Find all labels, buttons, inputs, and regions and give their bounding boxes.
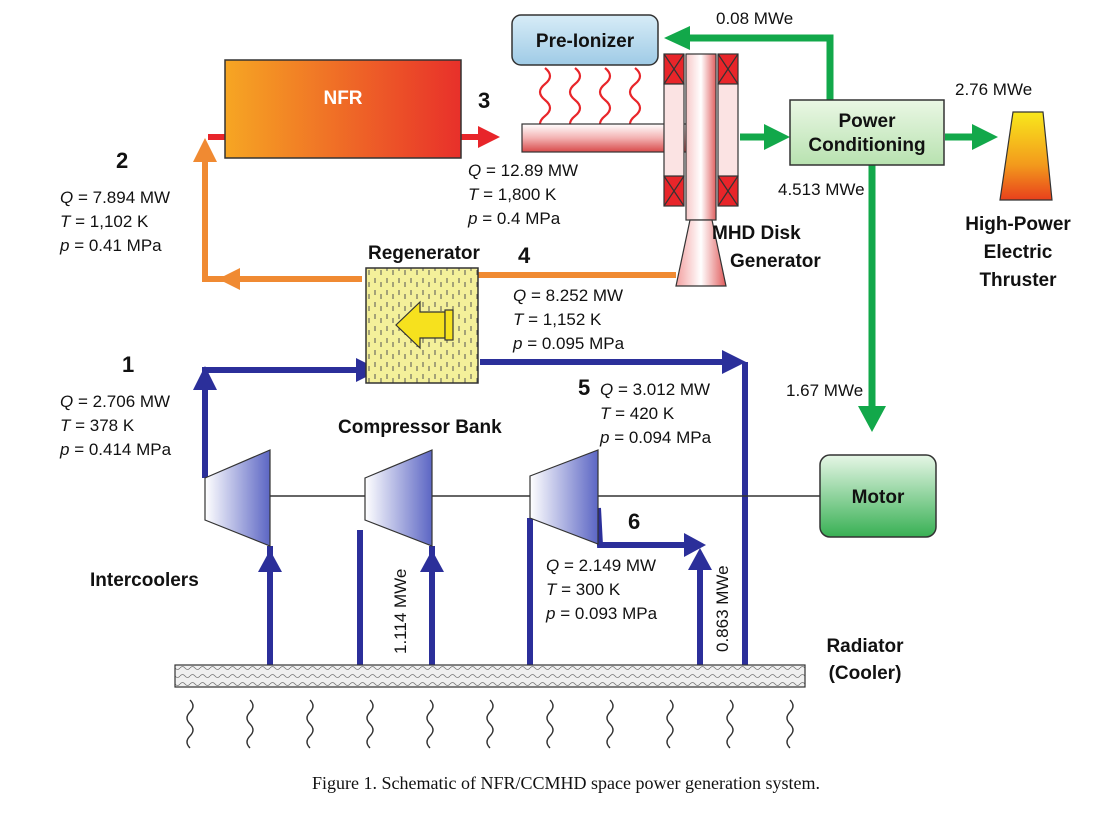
thruster-label-2: Electric [984, 242, 1053, 263]
state-3-t: T = 1,800 K [468, 185, 557, 204]
state-3-number: 3 [478, 88, 490, 113]
regenerator [365, 267, 479, 384]
pre-ionizer: Pre-Ionizer [511, 14, 659, 66]
figure-caption: Figure 1. Schematic of NFR/CCMHD space p… [312, 773, 820, 793]
compressor-2 [364, 449, 433, 547]
state-4-q: Q = 8.252 MW [513, 286, 623, 305]
electric-thruster [999, 111, 1053, 201]
power-conditioning-label-1: Power [838, 111, 896, 132]
power-compressor-1-value: 1.114 MWe [391, 569, 410, 654]
state-2-t: T = 1,102 K [60, 212, 149, 231]
power-pre-ionizer-value: 0.08 MWe [716, 9, 793, 28]
state-5-p: p = 0.094 MPa [599, 428, 712, 447]
mhd-generator-label-2: Generator [730, 251, 821, 272]
state-6-p: p = 0.093 MPa [545, 604, 658, 623]
mhd-inlet-duct [521, 123, 691, 153]
power-motor-value: 1.67 MWe [786, 381, 863, 400]
state-6-t: T = 300 K [546, 580, 621, 599]
power-flow-line [690, 34, 975, 410]
thruster-label-3: Thruster [979, 270, 1057, 291]
mhd-generator-label-1: MHD Disk [712, 223, 801, 244]
state-1-p: p = 0.414 MPa [59, 440, 172, 459]
radiator-label-2: (Cooler) [829, 663, 902, 684]
nfr-label: NFR [323, 88, 362, 109]
state-point-4: 4 Q = 8.252 MW T = 1,152 K p = 0.095 MPa [512, 243, 625, 353]
motor-label: Motor [852, 487, 905, 508]
state-3-p: p = 0.4 MPa [467, 209, 561, 228]
state-1-number: 1 [122, 352, 134, 377]
radiator-panel [174, 664, 806, 688]
motor: Motor [819, 454, 937, 538]
state-2-p: p = 0.41 MPa [59, 236, 162, 255]
state-4-p: p = 0.095 MPa [512, 334, 625, 353]
power-conditioning: Power Conditioning [789, 99, 945, 166]
state-6-number: 6 [628, 509, 640, 534]
state-point-3: 3 Q = 12.89 MW T = 1,800 K p = 0.4 MPa [467, 88, 578, 228]
state-point-2: 2 Q = 7.894 MW T = 1,102 K p = 0.41 MPa [59, 148, 170, 255]
regenerator-label: Regenerator [368, 243, 481, 264]
pre-ionizer-label: Pre-Ionizer [536, 31, 635, 52]
power-thruster-value: 2.76 MWe [955, 80, 1032, 99]
intercoolers-label: Intercoolers [90, 570, 199, 591]
state-2-number: 2 [116, 148, 128, 173]
state-point-6: 6 Q = 2.149 MW T = 300 K p = 0.093 MPa [545, 509, 658, 623]
power-compressor-2-value: 0.863 MWe [713, 565, 732, 652]
ionizing-wave-icons [538, 67, 642, 133]
power-conditioning-label-2: Conditioning [808, 135, 925, 156]
state-point-1: 1 Q = 2.706 MW T = 378 K p = 0.414 MPa [59, 352, 172, 459]
state-5-number: 5 [578, 375, 590, 400]
radiated-heat-wave-icons [186, 699, 794, 749]
state-2-q: Q = 7.894 MW [60, 188, 170, 207]
compressor-bank-label: Compressor Bank [338, 417, 502, 438]
state-point-5: 5 Q = 3.012 MW T = 420 K p = 0.094 MPa [578, 375, 712, 447]
thruster-label-1: High-Power [965, 214, 1071, 235]
state-4-t: T = 1,152 K [513, 310, 602, 329]
state-1-t: T = 378 K [60, 416, 135, 435]
state-5-q: Q = 3.012 MW [600, 380, 710, 399]
mhd-disk-generator [675, 53, 727, 287]
state-1-q: Q = 2.706 MW [60, 392, 170, 411]
power-generator-out-value: 4.513 MWe [778, 180, 865, 199]
compressor-3 [529, 449, 599, 545]
magnet-coil-icons [663, 53, 739, 207]
state-3-q: Q = 12.89 MW [468, 161, 578, 180]
nfr-reactor: NFR [224, 59, 462, 159]
state-4-number: 4 [518, 243, 531, 268]
compressor-1 [204, 449, 271, 547]
radiator-label-1: Radiator [826, 636, 904, 657]
power-flow-arrowheads [664, 26, 998, 432]
state-6-q: Q = 2.149 MW [546, 556, 656, 575]
state-5-t: T = 420 K [600, 404, 675, 423]
